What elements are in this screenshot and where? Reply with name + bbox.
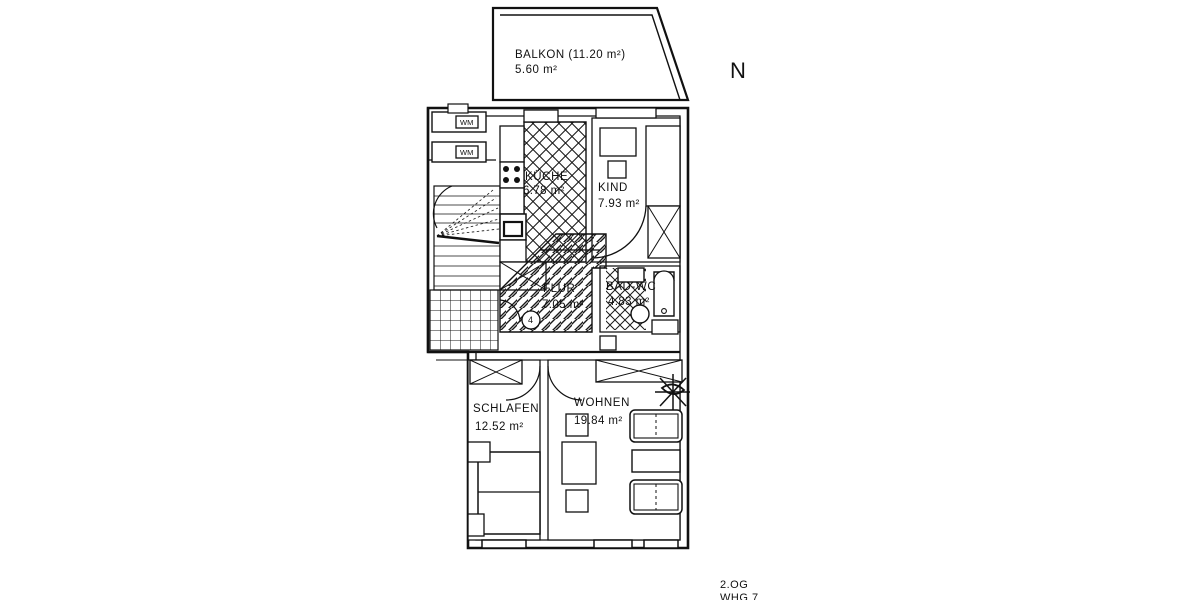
room-bad-wc [599, 265, 681, 335]
double-bed-icon [467, 441, 541, 537]
sofa-lower-icon [629, 479, 683, 515]
footer-floor-label: 2.OG [720, 579, 748, 591]
room-schlafen [467, 359, 541, 549]
dining-table-icon [561, 441, 597, 485]
door-swing-wohnen [547, 365, 583, 401]
appliance-wm-2: WM [431, 141, 487, 163]
room-wohnen-name: WOHNEN [574, 397, 630, 409]
toilet-icon [630, 304, 650, 324]
room-wohnen [547, 359, 690, 549]
window-schlafen [481, 539, 527, 549]
dining-chair-2 [565, 489, 589, 513]
door-swing-schlafen [505, 365, 541, 401]
balcony-outline [491, 6, 690, 102]
room-bad-wc-name: BAD-WC [606, 281, 656, 293]
room-kind [591, 107, 681, 263]
apartment-number-label: 4 [528, 315, 533, 325]
sofa-upper-icon [629, 409, 683, 443]
footer-unit-label: WHG 7 [720, 592, 759, 600]
appliance-wm-1-label: WM [460, 118, 473, 127]
room-kind-name: KIND [598, 182, 628, 194]
apartment-number-badge [521, 310, 541, 330]
room-flur: 4 [499, 233, 617, 351]
room-kind-area: 7.93 m² [598, 198, 640, 210]
closet-wohnen [595, 359, 683, 383]
duct-stub [447, 103, 469, 114]
window-wohnen-2 [643, 539, 679, 549]
room-kueche-name: KÜCHE [525, 171, 568, 183]
room-bad-wc-area: 4.83 m² [608, 296, 650, 308]
closet-kind [647, 205, 681, 259]
coffee-table-icon [631, 449, 681, 473]
stairwell [429, 185, 501, 351]
balcony-area: 5.60 m² [515, 64, 558, 76]
room-flur-area: 7.05 m² [542, 299, 584, 311]
plant-icon [655, 374, 690, 410]
dining-chair-1 [565, 413, 589, 437]
balcony-label: BALKON (11.20 m²) [515, 49, 626, 61]
room-wohnen-area: 19.84 m² [574, 415, 623, 427]
room-schlafen-area: 12.52 m² [475, 421, 524, 433]
appliance-wm-1: WM [431, 111, 487, 133]
closet-schlafen [469, 359, 523, 385]
bathtub-icon [653, 270, 675, 317]
chair-icon [607, 160, 627, 179]
stove-icon [499, 161, 525, 189]
sink-icon [617, 267, 645, 283]
bed-icon [645, 125, 681, 207]
window-wohnen [593, 539, 633, 549]
room-flur-name: FLUR [543, 283, 575, 295]
door-swing-flur [499, 299, 521, 323]
room-kueche-area: 6.78 m² [523, 185, 565, 197]
stair-landing-hatch [429, 289, 499, 351]
desk-icon [599, 127, 637, 157]
appliance-wm-2-label: WM [460, 148, 473, 157]
room-schlafen-name: SCHLAFEN [473, 403, 539, 415]
compass-north-icon: N [730, 58, 746, 83]
